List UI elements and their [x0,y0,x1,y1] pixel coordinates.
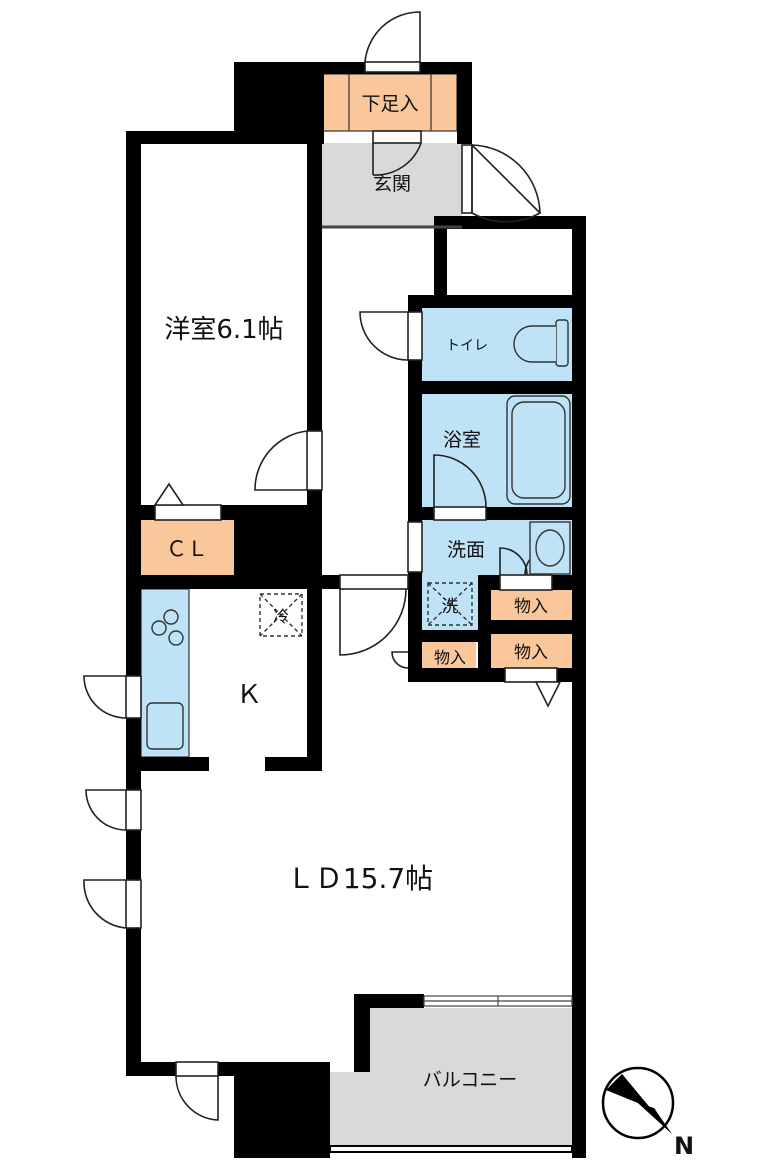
door-arc [83,675,127,719]
doors [83,11,562,1121]
wall-top-left [126,131,323,144]
door-leaf [306,430,323,491]
door-leaf [125,675,142,719]
door-arc [471,143,542,223]
label-western-room: 洋室6.1帖 [164,315,283,345]
door-arc [534,681,562,708]
label-balcony: バルコニー [423,1069,518,1091]
door-arc [359,311,409,361]
shoe-box-fill [322,73,458,132]
wall-pillar-bottom [234,1062,330,1158]
entrance-floor [322,143,462,227]
door-arc [372,142,422,176]
sink-icon [529,521,571,575]
door-leaf [407,521,423,573]
wall-kitchen-top [141,575,322,589]
door-leaf [499,574,553,591]
north-arrow-icon [601,1066,675,1140]
wall-washer-bottom [408,630,491,642]
label-bathroom: 浴室 [443,429,481,451]
label-shoe-box: 下足入 [361,93,418,115]
wall-balcony-top [354,994,424,1008]
door-leaf [125,879,142,929]
wall-utility-bottom [408,668,586,682]
wall-kitchen-bottom-a [141,757,209,771]
wall-room-right [307,144,322,431]
wall-pillar-top [234,62,324,144]
door-arc [83,879,127,929]
wall-left-mid [126,830,141,880]
door-leaf [504,667,558,683]
washer-space-floor [422,575,478,630]
label-entrance: 玄関 [373,173,411,195]
door-arc [499,547,528,576]
door-leaf [125,789,142,831]
balcony-edge [329,1145,573,1153]
wall-utility-top [408,295,584,308]
closet-fill [141,520,234,575]
wall-storage-mid [491,620,586,634]
wall-balcony-left [354,994,370,1072]
label-washroom: 洗面 [447,539,485,561]
walls [126,62,586,1158]
door-arc [471,144,541,214]
label-toilet: トイレ [446,338,488,354]
label-kitchen: Ｋ [236,680,262,710]
label-storage-2: 物入 [514,643,548,663]
door-leaf [339,574,409,590]
wall-shaft-left [434,216,447,308]
door-arc [339,588,407,656]
fixtures [146,319,571,750]
wall-cl-block [234,505,322,575]
door-leaf [175,1061,219,1077]
door-arc [254,430,308,491]
wall-wash-divider [478,575,491,680]
storage-fill-2 [491,634,572,668]
door-leaf [407,311,423,361]
balcony-floor [330,1008,572,1150]
stove-icon [151,609,184,646]
door-leaf [433,506,487,521]
label-closet: ＣＬ [166,537,208,561]
toilet-icon [513,319,569,367]
wall-left-bottom [126,928,141,1074]
washer-space [427,582,473,626]
label-storage-1: 物入 [514,597,548,617]
door-arc [85,789,127,831]
door-arc [433,454,487,508]
compass-label: N [674,1132,694,1160]
label-fridge: 冷 [273,607,289,626]
door-leaf [372,130,422,144]
wall-kitchen-bottom-b [265,757,322,771]
wall-left-lower [126,718,141,790]
kitchen-sink-icon [146,702,184,750]
washer-space-diagonal [427,582,473,626]
wall-bottom-left [126,1062,176,1076]
wall-left-upper [126,131,141,676]
wall-corridor-bottom [322,575,340,589]
storage-fill-3 [422,642,476,670]
label-washer: 洗 [442,597,459,617]
label-ld: ＬＤ15.7帖 [287,862,433,895]
door-arc [153,482,185,506]
wall-right-upper [572,216,586,1158]
wall-toilet-bottom [408,381,584,394]
door-leaf [154,504,222,521]
wall-kitchen-right [307,575,322,771]
fridge-space-diagonal [259,593,303,637]
bathtub-icon [506,395,571,505]
wall-shoe-right [457,62,472,144]
door-leaf [461,144,473,214]
door-arc [364,11,421,63]
door-arc [175,1075,219,1121]
balcony-window [423,995,573,1007]
door-arc [391,651,409,669]
fridge-space [259,593,303,637]
label-storage-3: 物入 [434,648,466,667]
door-leaf [364,61,421,73]
storage-fill-1 [491,590,572,620]
